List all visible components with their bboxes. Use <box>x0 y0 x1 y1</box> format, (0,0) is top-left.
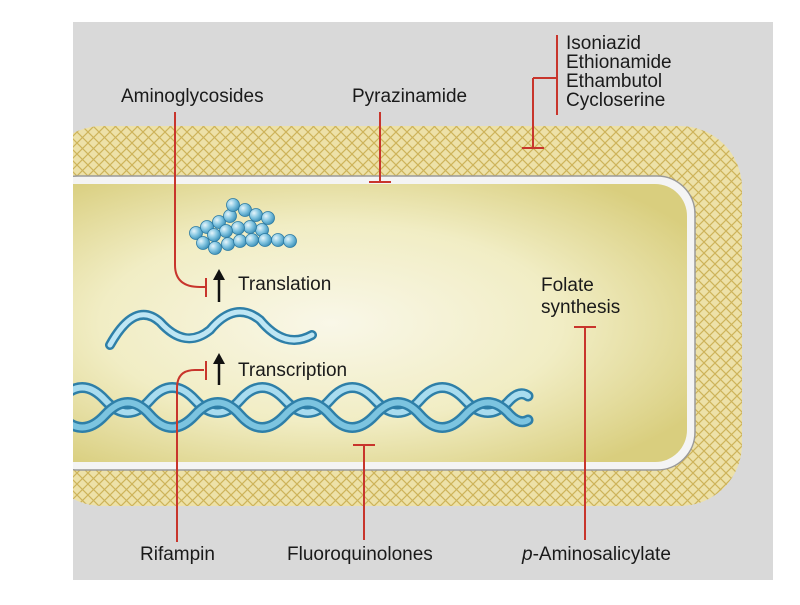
label-transcription: Transcription <box>238 360 348 381</box>
label-folate-line2: synthesis <box>541 297 621 318</box>
rifampin-inhibitor <box>176 369 204 542</box>
label-p-aminosalicylate: p-Aminosalicylate <box>522 544 671 566</box>
cytoplasm <box>73 184 687 462</box>
label-wall-drug-group: Isoniazid Ethionamide Ethambutol Cyclose… <box>566 34 672 110</box>
dna-double-helix <box>73 382 534 433</box>
label-folate-line1: Folate <box>541 275 594 296</box>
label-rifampin: Rifampin <box>140 544 215 565</box>
aminoglycosides-inhibitor <box>174 112 205 288</box>
label-pas-prefix: p <box>522 544 533 565</box>
label-aminoglycosides: Aminoglycosides <box>121 86 264 107</box>
label-translation: Translation <box>238 274 332 295</box>
polypeptide-chain <box>189 198 297 255</box>
label-cycloserine: Cycloserine <box>566 90 666 111</box>
label-isoniazid: Isoniazid <box>566 33 641 54</box>
mrna-strand <box>105 307 317 350</box>
label-ethambutol: Ethambutol <box>566 71 663 92</box>
label-pas-rest: -Aminosalicylate <box>532 544 671 565</box>
label-pyrazinamide: Pyrazinamide <box>352 86 468 107</box>
label-ethionamide: Ethionamide <box>566 52 672 73</box>
transcription-arrow <box>213 353 225 385</box>
translation-arrow <box>213 269 225 302</box>
label-fluoroquinolones: Fluoroquinolones <box>287 544 433 565</box>
inhibitor-lines <box>174 35 596 542</box>
